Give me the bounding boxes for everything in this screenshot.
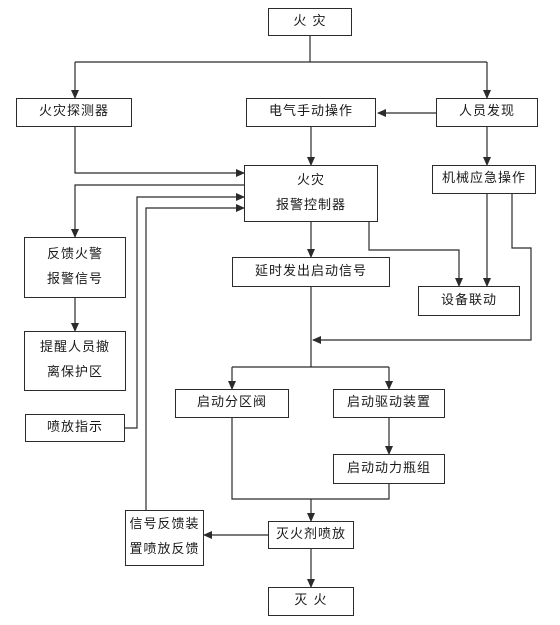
connector-controller-linkage: [368, 222, 463, 287]
node-start-zone-valve-label: 启动分区阀: [196, 395, 267, 411]
node-feedback-alarm: 反馈火警 报警信号: [24, 237, 126, 298]
node-mechanical-emergency-label: 机械应急操作: [441, 171, 526, 187]
connector-mechanical-start: [312, 194, 532, 344]
connector-delay-split: [232, 287, 389, 368]
node-delay-start-signal-label: 延时发出启动信号: [254, 263, 367, 279]
node-start-power-cylinders: 启动动力瓶组: [333, 454, 445, 484]
node-start-zone-valve: 启动分区阀: [175, 389, 289, 418]
node-person-found: 人员发现: [436, 98, 538, 127]
node-signal-feedback-device-line2: 置喷放反馈: [129, 542, 200, 557]
node-start-drive-device: 启动驱动装置: [333, 389, 445, 418]
node-feedback-alarm-line1: 反馈火警: [46, 246, 103, 262]
node-signal-feedback-device: 信号反馈装 置喷放反馈: [125, 510, 204, 566]
node-start-drive-device-label: 启动驱动装置: [346, 395, 431, 411]
node-manual-electric: 电气手动操作: [246, 98, 376, 127]
node-manual-electric-label: 电气手动操作: [268, 104, 353, 120]
node-discharge-indicator-label: 喷放指示: [46, 419, 103, 435]
node-device-linkage-label: 设备联动: [440, 292, 497, 308]
node-discharge-indicator: 喷放指示: [25, 414, 125, 442]
node-fire-detector-label: 火灾探测器: [38, 104, 109, 120]
node-start-power-cylinders-label: 启动动力瓶组: [346, 460, 431, 476]
node-device-linkage: 设备联动: [418, 286, 520, 316]
node-alarm-controller-line1: 火灾: [296, 172, 325, 188]
node-mechanical-emergency: 机械应急操作: [432, 165, 536, 194]
node-remind-evacuate-line2: 离保护区: [46, 365, 103, 380]
connector-detector-controller: [74, 127, 245, 177]
node-fire-out: 灭 火: [268, 587, 354, 616]
connector-return-outer: [125, 193, 245, 429]
node-person-found-label: 人员发现: [458, 104, 515, 120]
node-agent-discharge-label: 灭火剂喷放: [275, 526, 346, 542]
node-remind-evacuate: 提醒人员撤 离保护区: [24, 331, 126, 391]
connector-fire-bus: [75, 36, 487, 63]
node-fire-label: 火 灾: [293, 13, 327, 29]
node-remind-evacuate-line1: 提醒人员撤: [39, 340, 110, 356]
connector-return-inner: [145, 204, 245, 530]
connector-controller-feedback: [71, 184, 244, 238]
node-alarm-controller: 火灾 报警控制器: [244, 165, 378, 222]
node-fire: 火 灾: [268, 8, 352, 36]
node-feedback-alarm-line2: 报警信号: [46, 271, 103, 287]
node-agent-discharge: 灭火剂喷放: [268, 521, 354, 549]
node-fire-detector: 火灾探测器: [16, 98, 132, 127]
connector-merge-discharge: [231, 418, 390, 521]
node-alarm-controller-line2: 报警控制器: [275, 197, 346, 213]
node-signal-feedback-device-line1: 信号反馈装: [129, 517, 200, 533]
node-delay-start-signal: 延时发出启动信号: [232, 257, 390, 287]
node-fire-out-label: 灭 火: [294, 593, 328, 609]
